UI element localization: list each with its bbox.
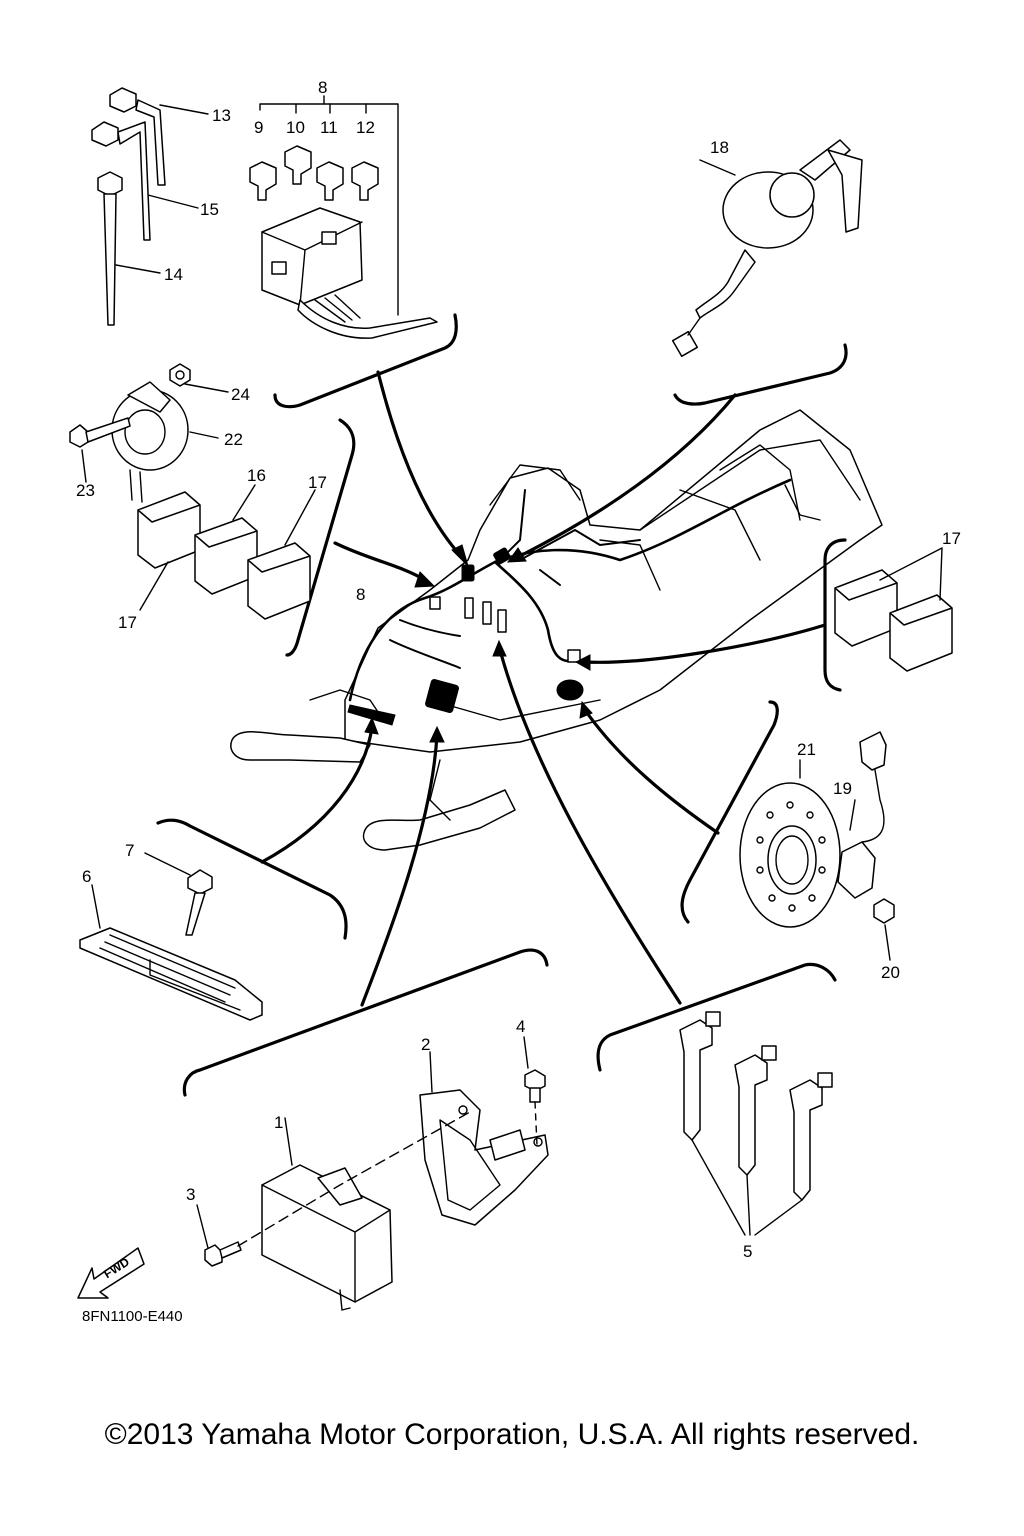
callout-8a: 8 — [318, 78, 327, 97]
rotor-icon — [739, 769, 841, 928]
callout-24: 24 — [231, 385, 250, 404]
wire-harness — [347, 478, 792, 726]
callout-19: 19 — [833, 779, 852, 798]
callout-15: 15 — [200, 200, 219, 219]
callout-22: 22 — [224, 430, 243, 449]
callout-4: 4 — [516, 1017, 525, 1036]
buzzer-icon — [69, 363, 229, 503]
callout-3: 3 — [186, 1185, 195, 1204]
callout-21: 21 — [797, 740, 816, 759]
spark-plug-cap-icon — [679, 1011, 833, 1236]
fuse-icon — [249, 145, 379, 201]
callout-5: 5 — [743, 1242, 752, 1261]
callout-6: 6 — [82, 867, 91, 886]
bolt-icon — [196, 1036, 546, 1267]
callout-17a: 17 — [308, 473, 327, 492]
callout-18: 18 — [710, 138, 729, 157]
cdi-bracket-icon — [419, 1051, 549, 1226]
callout-13: 13 — [212, 106, 231, 125]
regulator-icon — [79, 852, 263, 1021]
callout-17c: 17 — [942, 529, 961, 548]
drawing-code: 8FN1100-E440 — [82, 1308, 183, 1325]
cdi-unit-icon — [261, 1117, 393, 1311]
callout-17b: 17 — [118, 613, 137, 632]
callout-20: 20 — [881, 963, 900, 982]
callout-labels: 1 2 3 4 5 6 7 8 8 9 10 11 12 13 14 15 16… — [76, 78, 961, 1261]
copyright-notice: ©2013 Yamaha Motor Corporation, U.S.A. A… — [104, 1418, 920, 1451]
callout-9: 9 — [254, 118, 263, 137]
callout-12: 12 — [356, 118, 375, 137]
fwd-arrow-icon: FWD — [77, 1247, 145, 1299]
pickup-coil-icon — [799, 731, 895, 961]
snowmobile-body — [230, 409, 883, 851]
group-brackets — [156, 313, 848, 1097]
fuse-box — [261, 207, 438, 339]
callout-2: 2 — [421, 1035, 430, 1054]
spark-plug-caps-on-engine — [464, 597, 507, 633]
callout-14: 14 — [164, 265, 183, 284]
relay-icon — [137, 484, 316, 620]
callout-1: 1 — [274, 1113, 283, 1132]
callout-16: 16 — [247, 466, 266, 485]
callout-10: 10 — [286, 118, 305, 137]
callout-23: 23 — [76, 481, 95, 500]
callout-7: 7 — [125, 841, 134, 860]
ignition-switch-icon — [671, 139, 863, 358]
callout-11: 11 — [320, 118, 338, 137]
cable-tie-icon — [91, 87, 209, 326]
fuse-bracket-lines — [259, 95, 399, 316]
callout-8b: 8 — [356, 585, 365, 604]
relay-right-icon — [834, 547, 953, 672]
